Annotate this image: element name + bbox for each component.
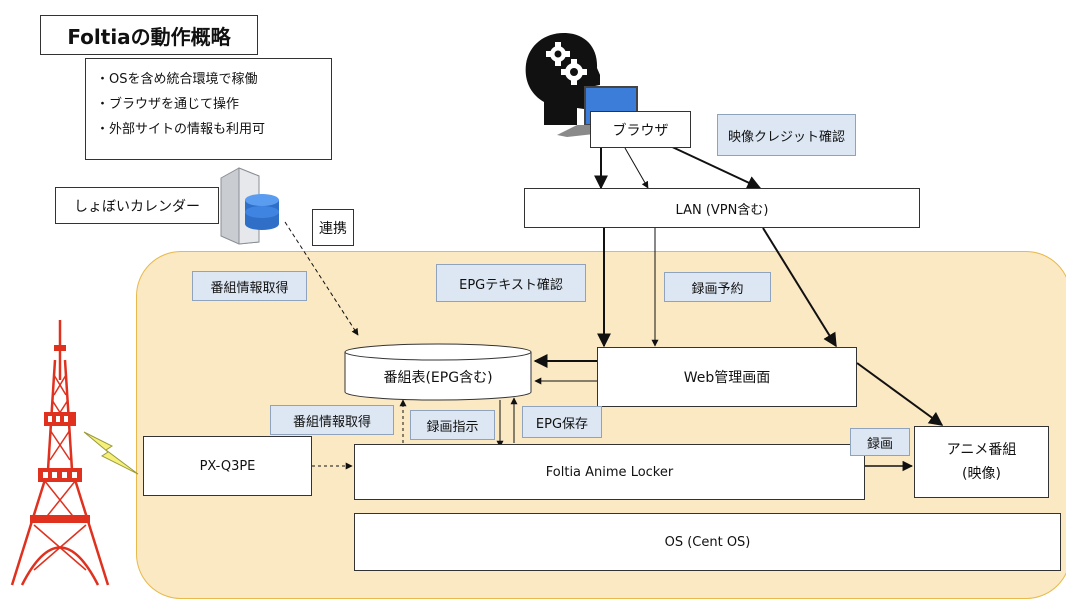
diagram-title: Foltiaの動作概略	[40, 15, 258, 55]
anime-program-subtitle: (映像)	[962, 466, 1001, 482]
lan-node: LAN (VPN含む)	[524, 188, 920, 228]
epg-save-label: EPG保存	[522, 406, 602, 438]
browser-to-lan-arrow-2	[624, 147, 649, 189]
program-info-fetch-label-lower: 番組情報取得	[270, 405, 394, 435]
feature-item: ・ブラウザを通じて操作	[96, 97, 240, 112]
recording-instruction-label: 録画指示	[410, 410, 495, 440]
epg-database-label: 番組表(EPG含む)	[383, 370, 493, 386]
browser-node: ブラウザ	[590, 111, 691, 148]
anime-program-node: アニメ番組 (映像)	[914, 426, 1049, 498]
os-node: OS (Cent OS)	[354, 513, 1061, 571]
syoboi-calendar-node: しょぼいカレンダー	[55, 187, 219, 224]
feature-item: ・OSを含め統合環境で稼働	[96, 72, 258, 87]
recording-reservation-label: 録画予約	[664, 272, 771, 302]
browser-to-lan-arrow-3	[667, 144, 762, 190]
lightning-signal-icon	[83, 431, 139, 475]
epg-text-check-label: EPGテキスト確認	[436, 264, 586, 302]
foltia-anime-locker-node: Foltia Anime Locker	[354, 444, 865, 500]
syoboi-to-epg-arrow	[284, 221, 359, 336]
broadcast-tower-icon	[10, 320, 110, 586]
lan-to-web-arrow-3	[762, 227, 837, 348]
integration-label: 連携	[312, 209, 354, 246]
web-to-anime-arrow	[856, 362, 944, 426]
program-info-fetch-label-upper: 番組情報取得	[192, 271, 307, 301]
user-head-gears-icon	[525, 32, 600, 125]
feature-list: ・OSを含め統合環境で稼働 ・ブラウザを通じて操作 ・外部サイトの情報も利用可	[85, 58, 332, 160]
video-credit-check-label: 映像クレジット確認	[717, 114, 856, 156]
epg-database-node	[344, 343, 532, 401]
server-database-icon	[220, 167, 279, 245]
web-admin-node: Web管理画面	[597, 347, 857, 407]
feature-item: ・外部サイトの情報も利用可	[96, 122, 266, 137]
anime-program-title: アニメ番組	[946, 442, 1017, 458]
tuner-node: PX-Q3PE	[143, 436, 312, 496]
recording-label: 録画	[850, 428, 910, 456]
